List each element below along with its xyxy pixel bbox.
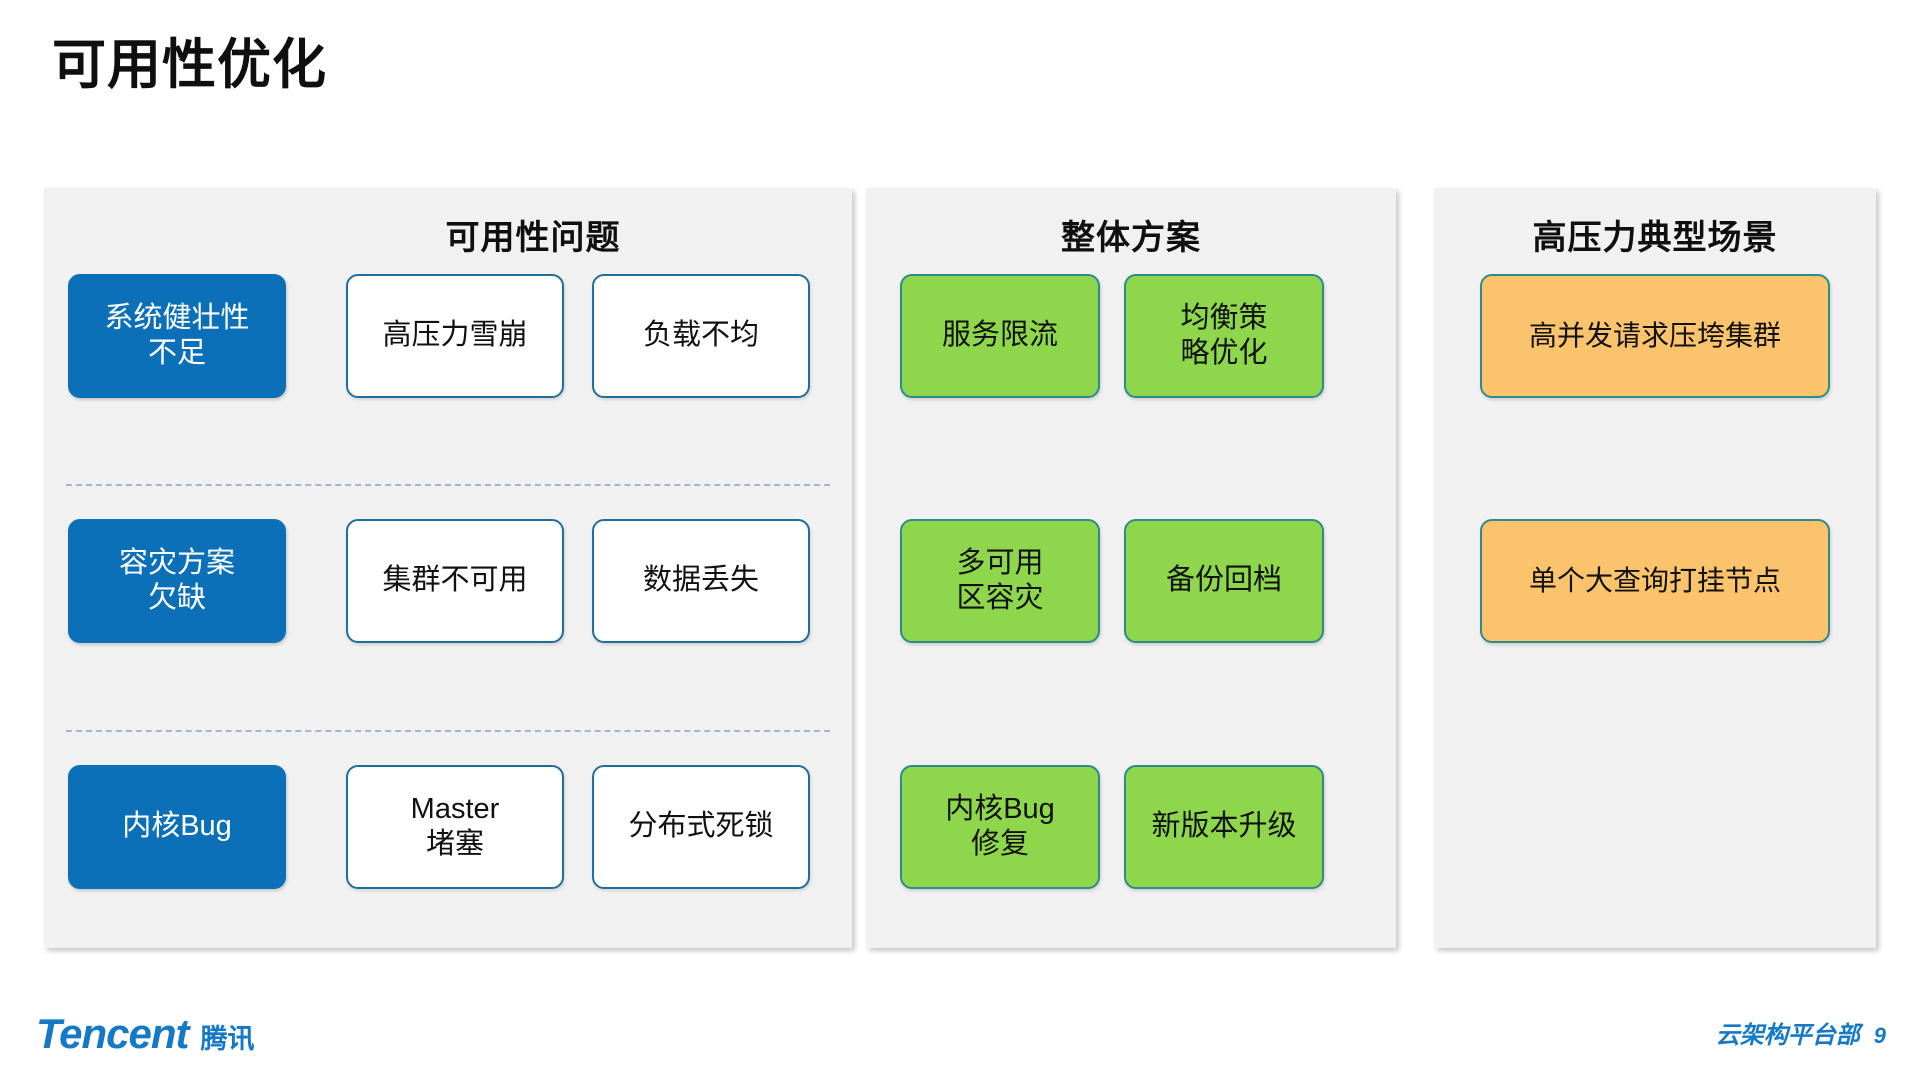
panel-overall-solution: 整体方案 服务限流 均衡策 略优化 多可用 区容灾 备份回档 内核Bug 修复 …: [866, 188, 1396, 948]
page-title: 可用性优化: [52, 35, 327, 95]
category-box-kernel-bug[interactable]: 内核Bug: [68, 765, 286, 889]
tencent-wordmark-cn: 腾讯: [200, 1024, 255, 1054]
problem-box-cluster-unavailable[interactable]: 集群不可用: [346, 519, 564, 643]
scenario-box-high-concurrency-crush-cluster[interactable]: 高并发请求压垮集群: [1480, 274, 1830, 398]
row-divider-1: [66, 484, 830, 486]
scenario-box-single-large-query-hang-node[interactable]: 单个大查询打挂节点: [1480, 519, 1830, 643]
tencent-logo: Tencent 腾讯: [36, 1010, 254, 1058]
footer-page-number: 9: [1873, 1023, 1886, 1048]
solution-box-kernel-bug-fix[interactable]: 内核Bug 修复: [900, 765, 1100, 889]
category-box-system-robustness[interactable]: 系统健壮性 不足: [68, 274, 286, 398]
problem-box-data-loss[interactable]: 数据丢失: [592, 519, 810, 643]
solution-box-service-rate-limiting[interactable]: 服务限流: [900, 274, 1100, 398]
category-box-disaster-recovery-gap[interactable]: 容灾方案 欠缺: [68, 519, 286, 643]
row-divider-2: [66, 730, 830, 732]
solution-box-multi-az-disaster-recovery[interactable]: 多可用 区容灾: [900, 519, 1100, 643]
problem-box-high-pressure-avalanche[interactable]: 高压力雪崩: [346, 274, 564, 398]
footer-department: 云架构平台部: [1715, 1022, 1860, 1049]
tencent-wordmark: Tencent: [36, 1010, 189, 1057]
solution-box-new-version-upgrade[interactable]: 新版本升级: [1124, 765, 1324, 889]
panel-high-pressure-scenarios: 高压力典型场景 高并发请求压垮集群 单个大查询打挂节点: [1434, 188, 1876, 948]
problem-box-distributed-deadlock[interactable]: 分布式死锁: [592, 765, 810, 889]
problem-box-master-blocking[interactable]: Master 堵塞: [346, 765, 564, 889]
footer-meta: 云架构平台部 9: [1716, 1015, 1886, 1050]
solution-box-balancing-strategy-optimization[interactable]: 均衡策 略优化: [1124, 274, 1324, 398]
panel-solution-heading: 整体方案: [1061, 219, 1201, 257]
panel-availability-problems: 可用性问题 系统健壮性 不足 高压力雪崩 负载不均 容灾方案 欠缺 集群不可用 …: [44, 188, 852, 948]
panel-scenario-heading: 高压力典型场景: [1532, 219, 1778, 257]
problem-box-load-imbalance[interactable]: 负载不均: [592, 274, 810, 398]
panel-problems-heading: 可用性问题: [445, 219, 621, 257]
solution-box-backup-rollback[interactable]: 备份回档: [1124, 519, 1324, 643]
